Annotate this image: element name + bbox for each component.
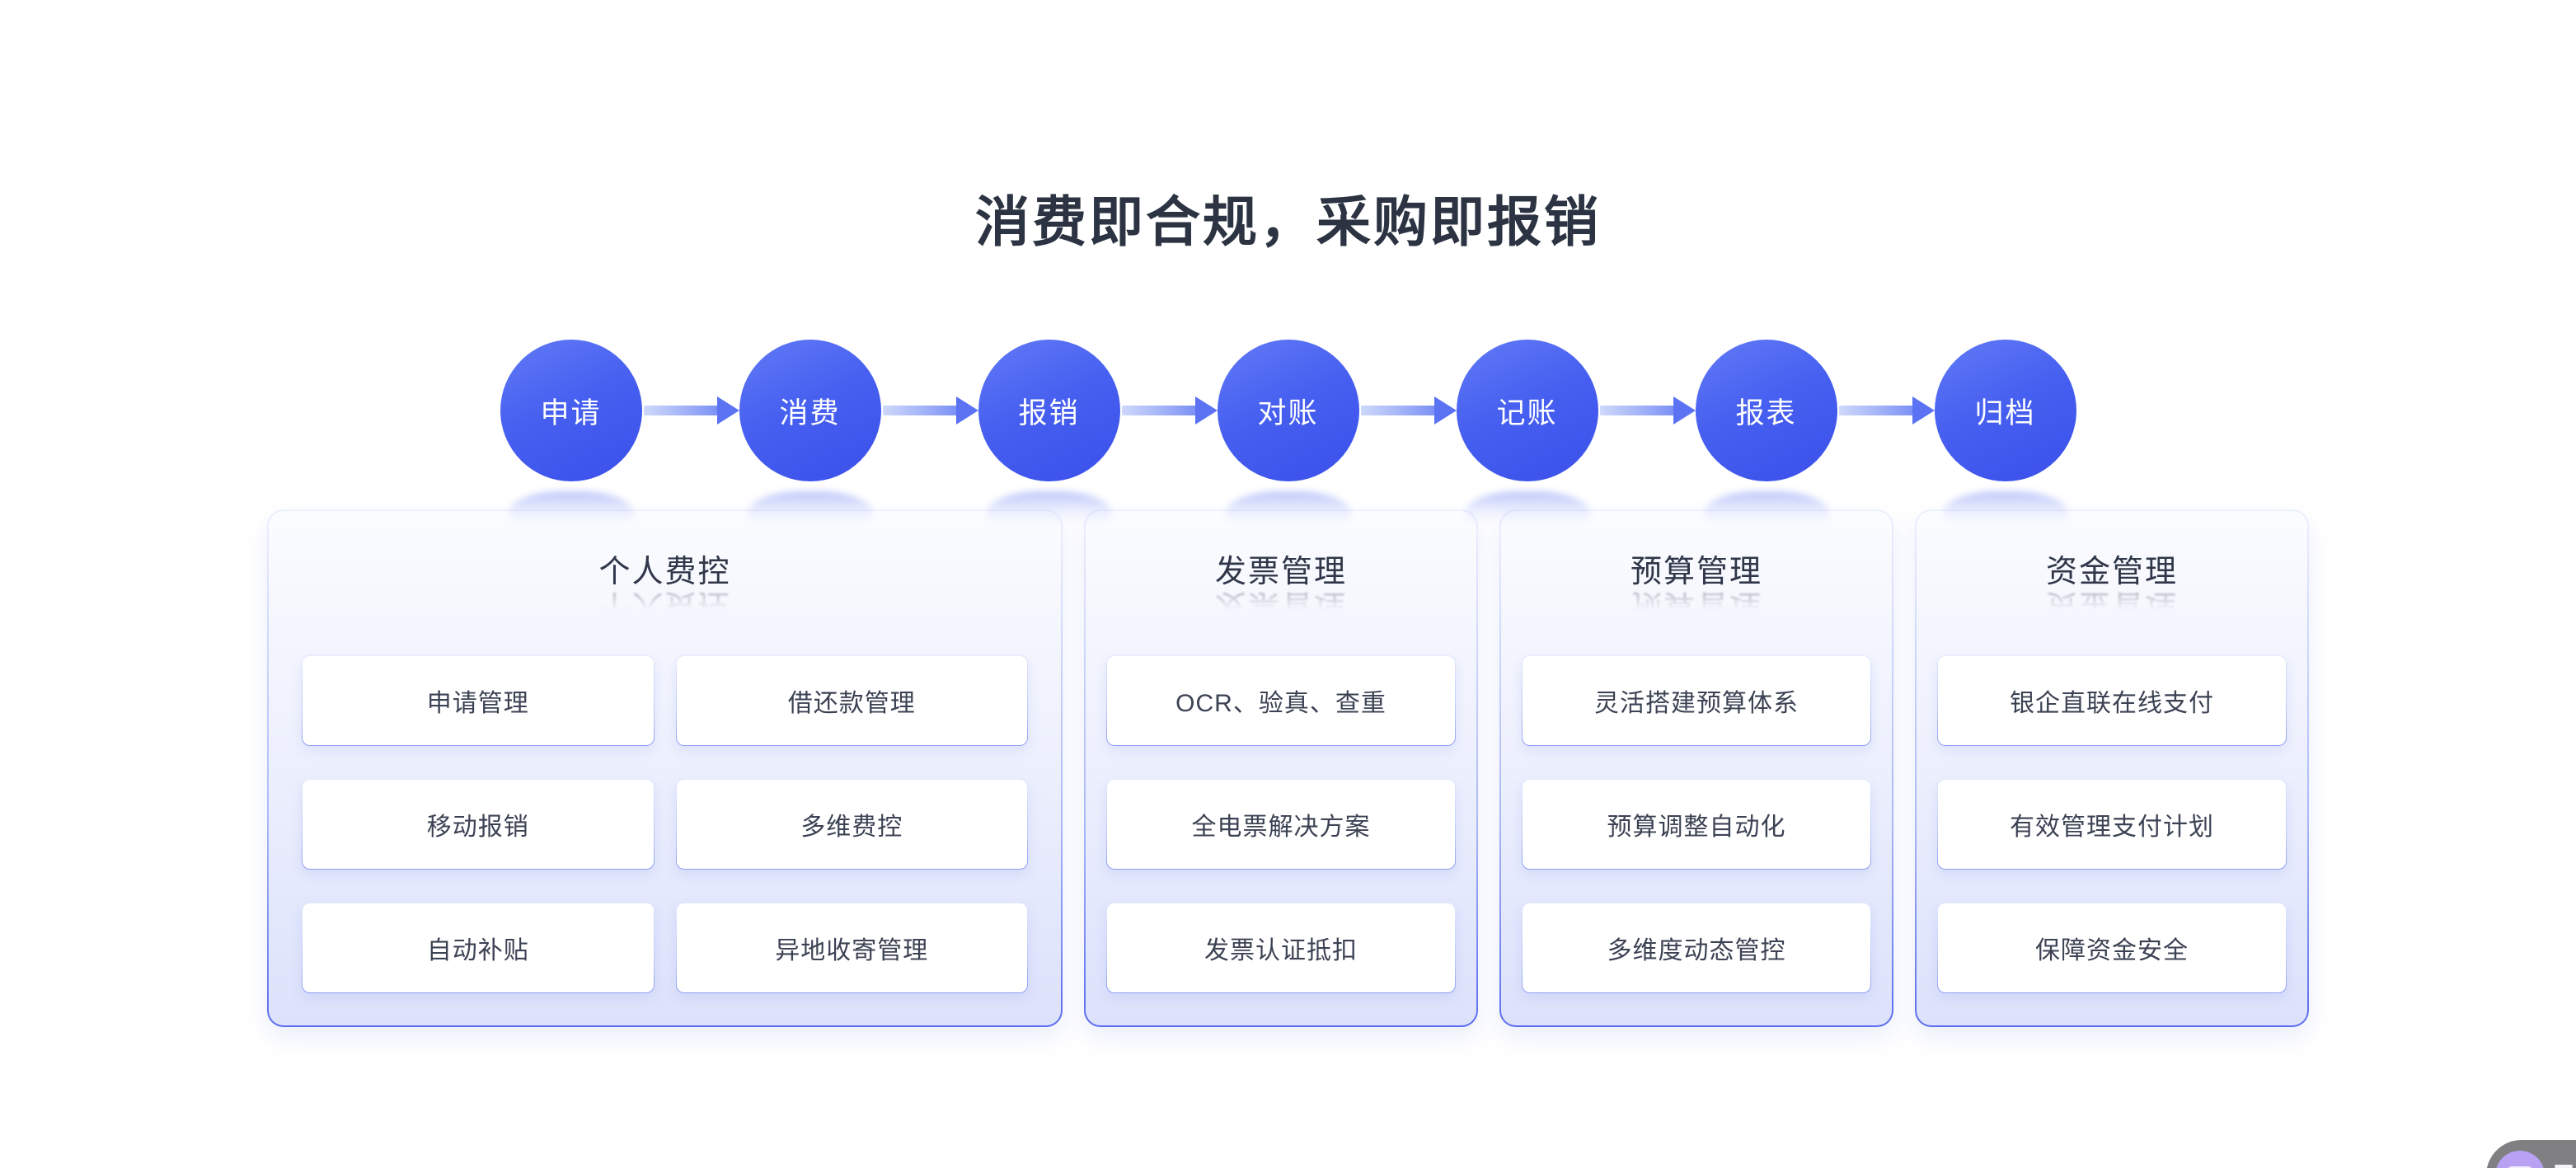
card-title-reflection: 资金管理 — [2045, 590, 2178, 622]
feature-card-funds: 资金管理 资金管理 银企直联在线支付 有效管理支付计划 保障资金安全 — [1915, 509, 2309, 1027]
card-title: 个人费控 — [598, 555, 731, 589]
arrow-head — [955, 396, 978, 425]
feature-chip: 借还款管理 — [676, 655, 1029, 746]
arrow-shaft — [1599, 406, 1674, 415]
flow-arrow-icon — [1120, 396, 1218, 425]
card-title-wrap: 发票管理 发票管理 — [1086, 554, 1476, 623]
card-title: 资金管理 — [2045, 555, 2178, 589]
flow-node-label: 消费 — [739, 340, 881, 481]
card-title-reflection: 发票管理 — [1214, 590, 1347, 622]
arrow-shaft — [1838, 406, 1913, 415]
chip-list: 灵活搭建预算体系 预算调整自动化 多维度动态管控 — [1501, 655, 1892, 993]
card-title: 预算管理 — [1630, 555, 1762, 589]
feature-chip: 预算调整自动化 — [1522, 779, 1871, 870]
arrow-shaft — [882, 406, 957, 415]
feature-card-budget: 预算管理 预算管理 灵活搭建预算体系 预算调整自动化 多维度动态管控 — [1499, 509, 1893, 1027]
flow-node-reimburse: 报销 — [978, 340, 1120, 534]
flow-node-label: 报销 — [978, 340, 1120, 481]
flow-node-label: 申请 — [500, 340, 642, 481]
flow-node-reflection — [1464, 491, 1590, 534]
feature-cards-row: 个人费控 个人费控 申请管理 借还款管理 移动报销 多维费控 自动补贴 异地收寄… — [0, 509, 2576, 1027]
feature-chip: 多维度动态管控 — [1522, 903, 1871, 993]
card-title-reflection: 预算管理 — [1630, 590, 1762, 622]
flow-node-label: 报表 — [1695, 340, 1837, 481]
flow-arrow-icon — [642, 396, 739, 425]
feature-chip: 申请管理 — [302, 655, 655, 746]
arrow-shaft — [1360, 406, 1435, 415]
chip-grid: 申请管理 借还款管理 移动报销 多维费控 自动补贴 异地收寄管理 — [269, 655, 1061, 993]
watermark-avatar — [2495, 1151, 2545, 1168]
feature-chip: 自动补贴 — [302, 903, 655, 993]
flow-arrow-icon — [1598, 396, 1696, 425]
feature-chip: 灵活搭建预算体系 — [1522, 655, 1871, 746]
chip-list: 银企直联在线支付 有效管理支付计划 保障资金安全 — [1917, 655, 2307, 993]
watermark-card-icon — [2508, 1166, 2532, 1168]
flow-node-reflection — [1225, 491, 1351, 534]
page-title: 消费即合规，采购即报销 — [975, 191, 1601, 253]
flow-node-label: 记账 — [1456, 340, 1598, 481]
chip-list: OCR、验真、查重 全电票解决方案 发票认证抵扣 — [1086, 655, 1476, 993]
flow-node-archive: 归档 — [1934, 340, 2076, 534]
feature-card-personal-expense: 个人费控 个人费控 申请管理 借还款管理 移动报销 多维费控 自动补贴 异地收寄… — [267, 509, 1063, 1027]
arrow-head — [1912, 396, 1935, 425]
feature-chip: OCR、验真、查重 — [1106, 655, 1456, 746]
feature-chip: 移动报销 — [302, 779, 655, 870]
feature-chip: 保障资金安全 — [1937, 903, 2287, 993]
feature-card-invoice: 发票管理 发票管理 OCR、验真、查重 全电票解决方案 发票认证抵扣 — [1084, 509, 1478, 1027]
watermark-badge[interactable]: TIN — [2486, 1140, 2576, 1168]
flow-node-reflection — [1942, 491, 2068, 534]
flow-node-reflection — [1703, 491, 1829, 534]
card-title-wrap: 资金管理 资金管理 — [1917, 554, 2307, 623]
flow-node-reflection — [508, 491, 634, 534]
flow-node-reflection — [986, 491, 1112, 534]
card-title: 发票管理 — [1214, 555, 1347, 589]
flow-node-label: 归档 — [1934, 340, 2076, 481]
feature-chip: 全电票解决方案 — [1106, 779, 1456, 870]
flow-node-bookkeep: 记账 — [1456, 340, 1598, 534]
flow-arrow-icon — [1837, 396, 1935, 425]
feature-chip: 发票认证抵扣 — [1106, 903, 1456, 993]
flow-node-consume: 消费 — [739, 340, 881, 534]
feature-chip: 异地收寄管理 — [676, 903, 1029, 993]
feature-chip: 有效管理支付计划 — [1937, 779, 2287, 870]
flow-node-label: 对账 — [1217, 340, 1359, 481]
card-title-wrap: 预算管理 预算管理 — [1501, 554, 1892, 623]
arrow-shaft — [1121, 406, 1196, 415]
flow-node-report: 报表 — [1695, 340, 1837, 534]
flow-row: 申请 消费 报销 对账 — [0, 340, 2576, 534]
arrow-head — [716, 396, 739, 425]
arrow-head — [1673, 396, 1696, 425]
card-title-wrap: 个人费控 个人费控 — [269, 554, 1061, 623]
arrow-head — [1433, 396, 1457, 425]
flow-node-reflection — [747, 491, 873, 534]
flow-node-reconcile: 对账 — [1217, 340, 1359, 534]
flow-arrow-icon — [1359, 396, 1457, 425]
arrow-head — [1194, 396, 1218, 425]
watermark-label: TIN — [2555, 1158, 2576, 1168]
flow-arrow-icon — [881, 396, 978, 425]
feature-chip: 银企直联在线支付 — [1937, 655, 2287, 746]
flow-node-apply: 申请 — [500, 340, 642, 534]
arrow-shaft — [643, 406, 718, 415]
feature-chip: 多维费控 — [676, 779, 1029, 870]
card-title-reflection: 个人费控 — [598, 590, 731, 622]
